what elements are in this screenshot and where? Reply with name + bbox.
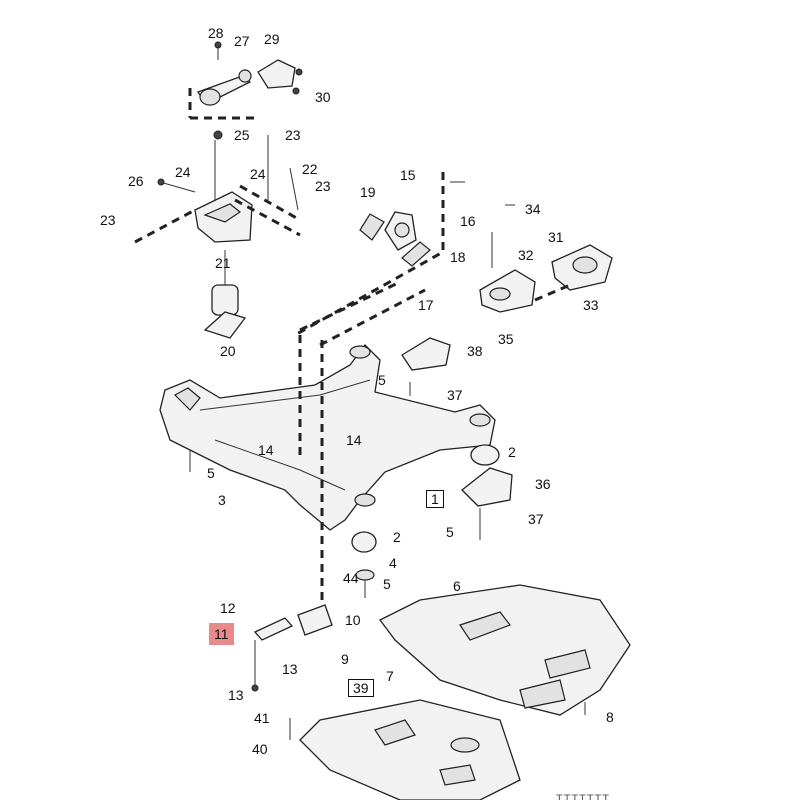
callout-4: 4 bbox=[389, 555, 397, 571]
callout-31: 31 bbox=[548, 229, 564, 245]
callout-13a: 13 bbox=[282, 661, 298, 677]
callout-32: 32 bbox=[518, 247, 534, 263]
callout-19: 19 bbox=[360, 184, 376, 200]
callout-23a: 23 bbox=[285, 127, 301, 143]
callout-41: 41 bbox=[254, 710, 270, 726]
subframe bbox=[159, 280, 496, 600]
callout-11-highlighted[interactable]: 11 bbox=[209, 623, 234, 645]
callout-26: 26 bbox=[128, 173, 144, 189]
callout-28: 28 bbox=[208, 25, 224, 41]
callout-23c: 23 bbox=[100, 212, 116, 228]
callout-23b: 23 bbox=[315, 178, 331, 194]
callout-7: 7 bbox=[386, 668, 394, 684]
callout-36: 36 bbox=[535, 476, 551, 492]
callout-9: 9 bbox=[341, 651, 349, 667]
group-box-39: 39 bbox=[348, 679, 374, 697]
engine-mount-lower bbox=[203, 250, 247, 339]
callout-2b: 2 bbox=[393, 529, 401, 545]
torque-rod bbox=[188, 41, 303, 120]
callout-18: 18 bbox=[450, 249, 466, 265]
callout-13b: 13 bbox=[228, 687, 244, 703]
callout-35: 35 bbox=[498, 331, 514, 347]
bushings bbox=[189, 337, 513, 598]
callout-38: 38 bbox=[467, 343, 483, 359]
callout-2a: 2 bbox=[508, 444, 516, 460]
callout-3: 3 bbox=[218, 492, 226, 508]
callout-15: 15 bbox=[400, 167, 416, 183]
stabilizer-link bbox=[251, 604, 333, 692]
callout-29: 29 bbox=[264, 31, 280, 47]
callout-12: 12 bbox=[220, 600, 236, 616]
callout-5d: 5 bbox=[383, 576, 391, 592]
callout-17: 17 bbox=[418, 297, 434, 313]
callout-21: 21 bbox=[215, 255, 231, 271]
engine-mount-upper bbox=[134, 130, 301, 244]
callout-33: 33 bbox=[583, 297, 599, 313]
underbody-shield-6 bbox=[379, 584, 631, 716]
underbody-shield-39 bbox=[289, 699, 521, 800]
callout-14b: 14 bbox=[346, 432, 362, 448]
callout-5c: 5 bbox=[446, 524, 454, 540]
callout-24b: 24 bbox=[250, 166, 266, 182]
callout-10: 10 bbox=[345, 612, 361, 628]
footer-partial-text: TTTTTTT bbox=[556, 793, 611, 800]
callout-5a: 5 bbox=[378, 372, 386, 388]
callout-8: 8 bbox=[606, 709, 614, 725]
callout-5b: 5 bbox=[207, 465, 215, 481]
callout-20: 20 bbox=[220, 343, 236, 359]
callout-34: 34 bbox=[525, 201, 541, 217]
callout-16: 16 bbox=[460, 213, 476, 229]
callout-44: 44 bbox=[343, 570, 359, 586]
callout-37b: 37 bbox=[528, 511, 544, 527]
callout-27: 27 bbox=[234, 33, 250, 49]
callout-6: 6 bbox=[453, 578, 461, 594]
callout-30: 30 bbox=[315, 89, 331, 105]
group-box-1: 1 bbox=[426, 490, 444, 508]
callout-24a: 24 bbox=[175, 164, 191, 180]
callout-14a: 14 bbox=[258, 442, 274, 458]
callout-22: 22 bbox=[302, 161, 318, 177]
callout-25: 25 bbox=[234, 127, 250, 143]
callout-40: 40 bbox=[252, 741, 268, 757]
right-mount bbox=[479, 204, 613, 313]
callout-37a: 37 bbox=[447, 387, 463, 403]
upper-mount-center bbox=[294, 172, 465, 337]
